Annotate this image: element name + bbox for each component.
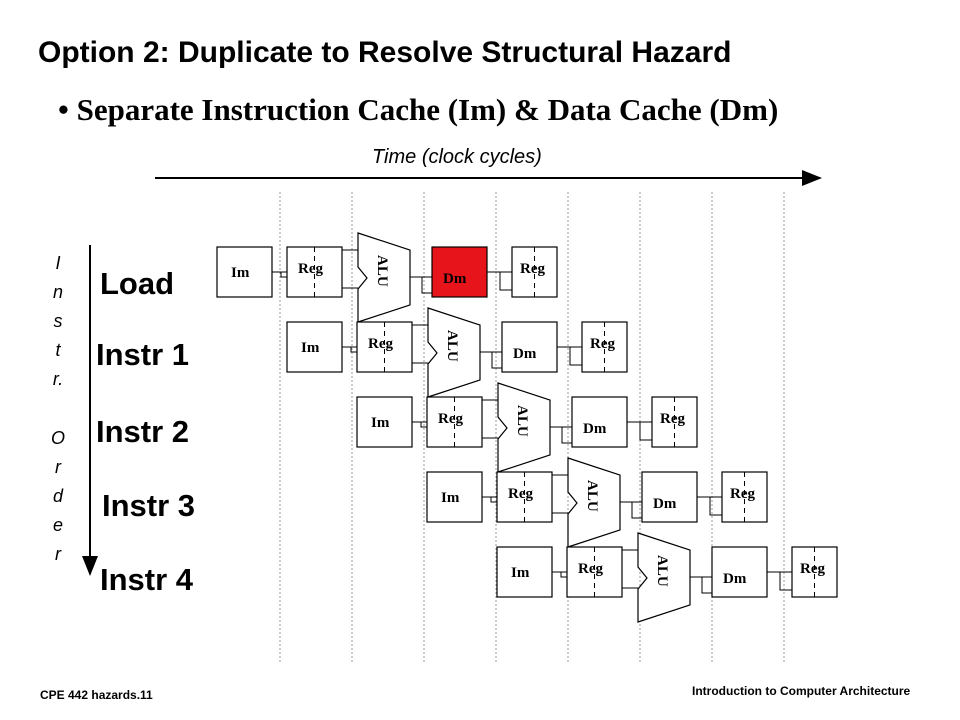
reg-read-label: Reg <box>298 261 323 277</box>
dm-box <box>711 546 768 598</box>
reg-read-box <box>566 546 623 598</box>
reg-write-box <box>581 321 628 373</box>
order-label-letter: O <box>50 428 65 448</box>
pipeline-row: Im Reg ALU Dm Reg <box>356 382 698 473</box>
pipeline-connector <box>499 272 512 291</box>
pipeline-connector <box>639 422 652 441</box>
instr-label-1: Instr 1 <box>96 337 190 372</box>
alu-label: ALU <box>444 330 460 362</box>
dm-box <box>431 246 488 298</box>
reg-write-label: Reg <box>800 561 825 577</box>
im-label: Im <box>441 490 460 506</box>
im-label: Im <box>231 265 250 281</box>
time-axis-label: Time (clock cycles) <box>372 146 542 168</box>
reg-read-box <box>356 321 413 373</box>
alu-label: ALU <box>584 480 600 512</box>
reg-write-label: Reg <box>520 261 545 277</box>
im-box <box>496 546 553 598</box>
pipeline-connector <box>561 427 572 444</box>
im-label: Im <box>371 415 390 431</box>
footer-course-title: Introduction to Computer Architecture <box>692 684 911 698</box>
dm-box <box>641 471 698 523</box>
order-label-letter: I <box>55 253 61 273</box>
instr-label-4: Instr 4 <box>100 562 194 597</box>
pipeline-connector <box>569 347 582 366</box>
reg-read-box <box>286 246 343 298</box>
order-label-letter: r. <box>52 369 64 389</box>
alu-shape <box>497 382 551 473</box>
pipeline-connector <box>631 502 642 519</box>
dm-label: Dm <box>443 271 467 287</box>
instr-label-3: Instr 3 <box>102 488 196 523</box>
dm-label: Dm <box>513 346 537 362</box>
reg-write-label: Reg <box>730 486 755 502</box>
pipeline-connector <box>560 572 567 578</box>
order-label-letter: r <box>55 457 61 477</box>
alu-label: ALU <box>374 255 390 287</box>
order-label-letter: n <box>52 282 63 302</box>
instr-label-load: Load <box>100 266 175 301</box>
dm-box <box>501 321 558 373</box>
reg-read-label: Reg <box>368 336 393 352</box>
order-label-letter: d <box>52 486 63 506</box>
reg-read-label: Reg <box>578 561 603 577</box>
im-box <box>426 471 483 523</box>
alu-shape <box>637 532 691 623</box>
pipeline-connector <box>779 572 792 591</box>
pipeline-row: Im Reg ALU Dm Reg <box>216 232 558 323</box>
pipeline-row: Im Reg ALU Dm Reg <box>426 457 768 548</box>
order-label-letter: t <box>55 340 61 360</box>
dm-label: Dm <box>583 421 607 437</box>
im-label: Im <box>511 565 530 581</box>
slide-title: Option 2: Duplicate to Resolve Structura… <box>38 36 732 69</box>
alu-shape <box>427 307 481 398</box>
pipeline-connector <box>421 277 432 294</box>
reg-write-label: Reg <box>590 336 615 352</box>
dm-label: Dm <box>653 496 677 512</box>
reg-read-box <box>426 396 483 448</box>
alu-shape <box>567 457 621 548</box>
bullet-point: • Separate Instruction Cache (Im) & Data… <box>58 92 779 127</box>
alu-shape <box>357 232 411 323</box>
reg-write-box <box>651 396 698 448</box>
reg-read-label: Reg <box>508 486 533 502</box>
instr-label-2: Instr 2 <box>96 414 190 449</box>
pipeline-connector <box>701 577 712 594</box>
reg-write-label: Reg <box>660 411 685 427</box>
pipeline-connector <box>420 422 427 428</box>
alu-label: ALU <box>514 405 530 437</box>
pipeline-connector <box>350 347 357 353</box>
order-label-letter: s <box>53 311 63 331</box>
pipeline-row: Im Reg ALU Dm Reg <box>496 532 838 623</box>
reg-read-label: Reg <box>438 411 463 427</box>
pipeline-connector <box>490 497 497 503</box>
im-box <box>216 246 273 298</box>
pipeline-connector <box>280 272 287 278</box>
footer-course-label: CPE 442 hazards.11 <box>40 688 153 702</box>
im-label: Im <box>301 340 320 356</box>
dm-box <box>571 396 628 448</box>
pipeline-row: Im Reg ALU Dm Reg <box>286 307 628 398</box>
im-box <box>356 396 413 448</box>
pipeline-connector <box>491 352 502 369</box>
order-label-letter: e <box>52 515 63 535</box>
dm-label: Dm <box>723 571 747 587</box>
order-label-letter: r <box>55 544 61 564</box>
alu-label: ALU <box>654 555 670 587</box>
pipeline-connector <box>709 497 722 516</box>
